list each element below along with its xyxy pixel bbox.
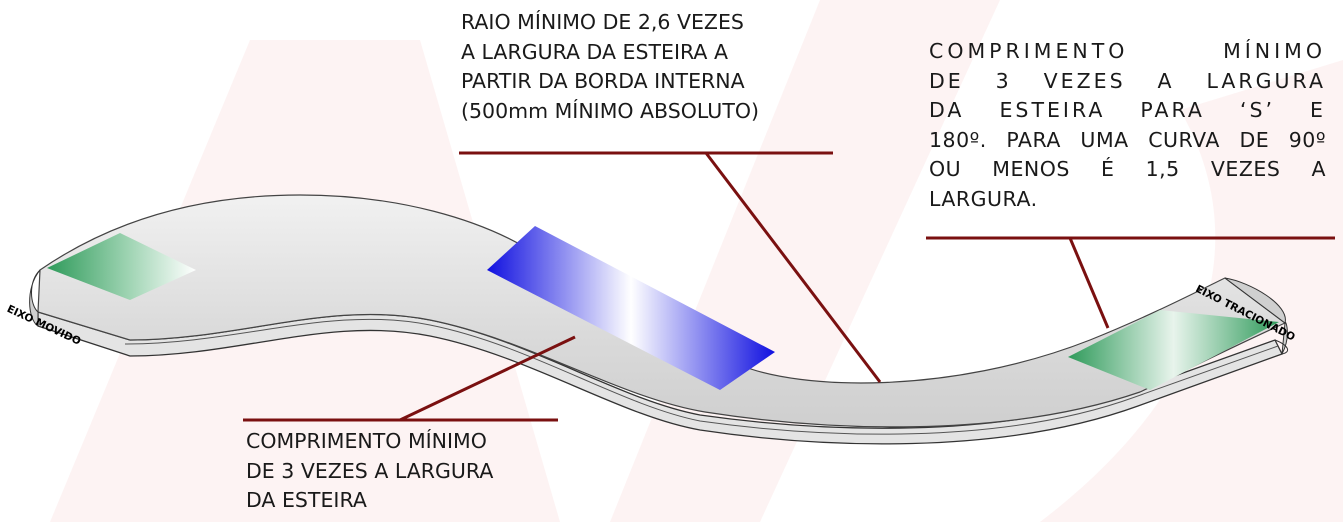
straight-leader-line [399,335,576,422]
drive-shaft-zone [1068,310,1279,390]
s-curve-note-line: LARGURA. [929,186,1038,211]
straight-note-line: DE 3 VEZES A LARGURA [246,458,494,483]
straight-note-line: DA ESTEIRA [246,488,367,512]
straight-note-line: COMPRIMENTO MÍNIMO [246,429,487,453]
radius-note: RAIO MÍNIMO DE 2,6 VEZES A LARGURA DA ES… [461,8,831,126]
radius-note-line: PARTIR DA BORDA INTERNA [461,69,745,93]
radius-note-line: (500mm MÍNIMO ABSOLUTO) [461,98,759,123]
s-curve-note-line: COMPRIMENTO MÍNIMO [929,39,1326,63]
conveyor-belt [29,194,1289,445]
s-curve-note-line: OU MENOS É 1,5 VEZES A [929,157,1326,181]
radius-note-line: A LARGURA DA ESTEIRA A [461,39,728,64]
s-curve-leader-line [1068,237,1110,329]
leader-lines [243,151,1335,422]
s-curve-note-line: DA ESTEIRA PARA ‘S’ E [929,98,1326,122]
straight-note: COMPRIMENTO MÍNIMO DE 3 VEZES A LARGURA … [246,427,558,516]
radius-leader-line [704,152,882,383]
s-curve-note-line: DE 3 VEZES A LARGURA [929,68,1326,93]
s-curve-note-line: 180º. PARA UMA CURVA DE 90º [929,127,1326,152]
s-curve-note: COMPRIMENTO MÍNIMO DE 3 VEZES A LARGURA … [929,37,1326,214]
radius-note-line: RAIO MÍNIMO DE 2,6 VEZES [461,10,744,34]
driven-shaft-zone [47,233,196,300]
straight-section-zone [487,226,775,390]
